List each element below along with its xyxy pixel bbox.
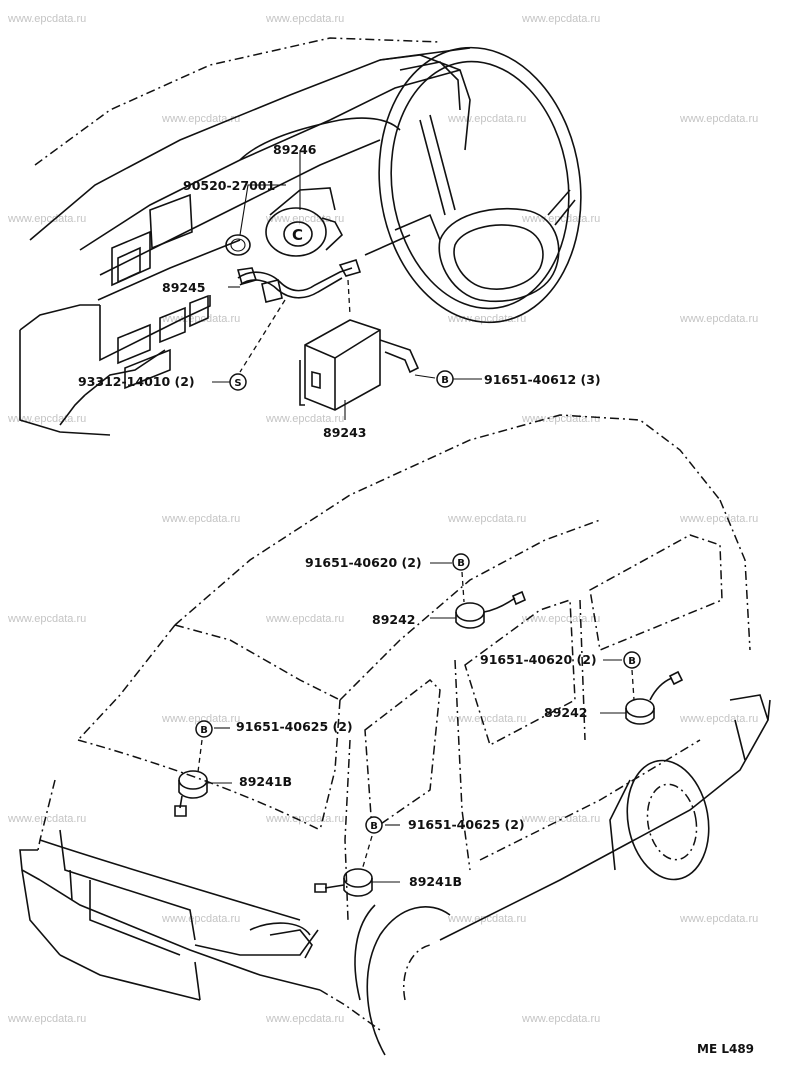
van-illustration: [19, 414, 771, 1056]
bolt-symbol-icon: B: [436, 370, 454, 388]
svg-text:B: B: [628, 656, 636, 667]
watermark: www.epcdata.ru: [7, 413, 86, 425]
label-91651-40620-top: 91651-40620 (2): [305, 555, 422, 570]
watermark: www.epcdata.ru: [161, 513, 240, 525]
svg-text:S: S: [234, 378, 241, 389]
watermark: www.epcdata.ru: [265, 1013, 344, 1025]
diagram-code: ME L489: [697, 1042, 754, 1056]
watermark: www.epcdata.ru: [161, 913, 240, 925]
svg-text:C: C: [292, 226, 303, 244]
watermark: www.epcdata.ru: [447, 713, 526, 725]
watermark-layer: www.epcdata.ru www.epcdata.ru www.epcdat…: [7, 13, 758, 1025]
watermark: www.epcdata.ru: [679, 713, 758, 725]
watermark: www.epcdata.ru: [7, 13, 86, 25]
label-91651-40612: 91651-40612 (3): [484, 372, 601, 387]
watermark: www.epcdata.ru: [161, 713, 240, 725]
svg-text:B: B: [370, 821, 378, 832]
label-89245: 89245: [162, 280, 206, 295]
watermark: www.epcdata.ru: [679, 513, 758, 525]
label-89246: 89246: [273, 142, 317, 157]
watermark: www.epcdata.ru: [265, 613, 344, 625]
bolt-symbol-icon: B: [195, 720, 213, 738]
label-91651-40620-side: 91651-40620 (2): [480, 652, 597, 667]
watermark: www.epcdata.ru: [521, 13, 600, 25]
label-89241b-side: 89241B: [409, 874, 462, 889]
watermark: www.epcdata.ru: [161, 113, 240, 125]
label-89242-top: 89242: [372, 612, 416, 627]
watermark: www.epcdata.ru: [265, 813, 344, 825]
watermark: www.epcdata.ru: [7, 213, 86, 225]
watermark: www.epcdata.ru: [679, 313, 758, 325]
watermark: www.epcdata.ru: [265, 13, 344, 25]
watermark: www.epcdata.ru: [521, 1013, 600, 1025]
label-89243: 89243: [323, 425, 367, 440]
screw-symbol-icon: S: [229, 373, 247, 391]
watermark: www.epcdata.ru: [679, 113, 758, 125]
watermark: www.epcdata.ru: [265, 213, 344, 225]
watermark: www.epcdata.ru: [7, 613, 86, 625]
svg-text:B: B: [200, 725, 208, 736]
watermark: www.epcdata.ru: [447, 913, 526, 925]
watermark: www.epcdata.ru: [679, 913, 758, 925]
watermark: www.epcdata.ru: [7, 1013, 86, 1025]
watermark: www.epcdata.ru: [447, 313, 526, 325]
watermark: www.epcdata.ru: [265, 413, 344, 425]
svg-text:B: B: [457, 558, 465, 569]
dashboard-illustration: C: [19, 37, 582, 436]
bolt-symbol-icon: B: [452, 553, 470, 571]
svg-text:B: B: [441, 375, 449, 386]
label-89242-side: 89242: [544, 705, 588, 720]
watermark: www.epcdata.ru: [447, 513, 526, 525]
label-91651-40625-front: 91651-40625 (2): [236, 719, 353, 734]
watermark: www.epcdata.ru: [447, 113, 526, 125]
label-90520-27001: 90520-27001: [183, 178, 275, 193]
part-labels: 89246 90520-27001 89245 93312-14010 (2) …: [78, 142, 601, 889]
label-93312-14010: 93312-14010 (2): [78, 374, 195, 389]
bolt-symbol-icon: B: [623, 651, 641, 669]
watermark: www.epcdata.ru: [7, 813, 86, 825]
watermark: www.epcdata.ru: [161, 313, 240, 325]
label-91651-40625-side: 91651-40625 (2): [408, 817, 525, 832]
label-89241b-front: 89241B: [239, 774, 292, 789]
symbol-markers: S B B B B B: [195, 370, 641, 834]
bolt-symbol-icon: B: [365, 816, 383, 834]
